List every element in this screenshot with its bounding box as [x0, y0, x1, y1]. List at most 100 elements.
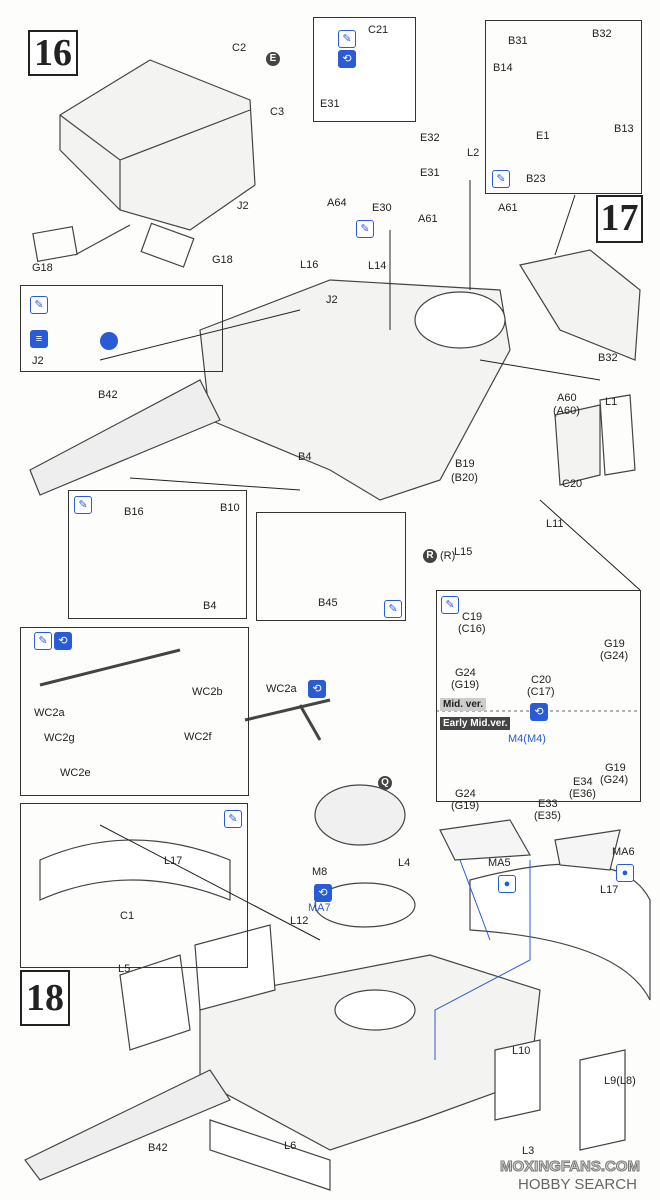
part-label: (C16) — [458, 623, 486, 635]
part-label: (G24) — [600, 650, 629, 662]
part-label: A61 — [418, 213, 438, 225]
part-label: L10 — [512, 1045, 531, 1057]
part-label: L1 — [605, 396, 618, 408]
step-18: 18 — [20, 970, 70, 1026]
part-label: G19 — [605, 762, 626, 774]
part-label: G24 — [455, 667, 476, 679]
paint-drop-icon: ● — [616, 864, 634, 882]
part-label: B32 — [598, 352, 618, 364]
part-label: (G19) — [451, 800, 480, 812]
decal-icon: ≡ — [30, 330, 48, 348]
paint-brush-icon: ✎ — [30, 296, 48, 314]
step-16: 16 — [28, 30, 78, 76]
part-label: B19 — [455, 458, 475, 470]
part-label: B32 — [592, 28, 612, 40]
part-label: (G24) — [600, 774, 629, 786]
part-label: (B20) — [451, 472, 478, 484]
part-label: L15 — [454, 546, 473, 558]
part-label: J2 — [237, 200, 249, 212]
rotate-icon: ⟲ — [530, 703, 548, 721]
marker-e: E — [266, 52, 280, 66]
part-label: G24 — [455, 788, 476, 800]
part-label: C20 — [562, 478, 583, 490]
paint-brush-icon: ✎ — [224, 810, 242, 828]
part-label: (A60) — [553, 405, 580, 417]
part-label: L17 — [600, 884, 619, 896]
paint-brush-icon: ✎ — [338, 30, 356, 48]
part-label: C1 — [120, 910, 135, 922]
part-label: B14 — [493, 62, 513, 74]
part-label: WC2a — [34, 707, 65, 719]
part-label: MA6 — [612, 846, 635, 858]
part-label: G18 — [212, 254, 233, 266]
part-label: C3 — [270, 106, 285, 118]
part-label: B42 — [98, 389, 118, 401]
paint-spot-icon — [100, 332, 118, 350]
part-label: B10 — [220, 502, 240, 514]
part-label: C2 — [232, 42, 247, 54]
part-label: M4(M4) — [508, 733, 546, 745]
part-label: L3 — [522, 1145, 535, 1157]
mid-version-badge: Mid. ver. — [440, 698, 487, 711]
part-label: L11 — [546, 518, 564, 530]
paint-brush-icon: ✎ — [441, 596, 459, 614]
inset-step17-b32 — [485, 20, 642, 194]
inset-wc2 — [20, 627, 249, 796]
part-label: E31 — [320, 98, 340, 110]
paint-brush-icon: ✎ — [356, 220, 374, 238]
marker-r-alt: (R) — [440, 550, 456, 562]
part-label: MA5 — [488, 857, 511, 869]
part-label: E34 — [573, 776, 593, 788]
part-label: L4 — [398, 857, 411, 869]
part-label: G19 — [604, 638, 625, 650]
step-17: 17 — [596, 195, 643, 243]
part-label: A61 — [498, 202, 518, 214]
part-label: B13 — [614, 123, 634, 135]
rotate-icon: ⟲ — [314, 884, 332, 902]
inset-j2 — [20, 285, 223, 372]
rotate-icon: ⟲ — [54, 632, 72, 650]
part-label: J2 — [32, 355, 44, 367]
part-label: E1 — [536, 130, 550, 142]
early-mid-version-badge: Early Mid.ver. — [440, 717, 511, 730]
part-label: B31 — [508, 35, 528, 47]
part-label: B4 — [203, 600, 217, 612]
part-label: A60 — [557, 392, 577, 404]
part-label: L9(L8) — [604, 1075, 636, 1087]
part-label: E32 — [420, 132, 440, 144]
part-label: L12 — [290, 915, 309, 927]
part-label: B23 — [526, 173, 546, 185]
part-label: L16 — [300, 259, 319, 271]
part-label: M8 — [312, 866, 328, 878]
rotate-icon: ⟲ — [338, 50, 356, 68]
part-label: (E36) — [569, 788, 596, 800]
marker-q: Q — [378, 776, 392, 790]
part-label: L17 — [164, 855, 183, 867]
part-label: L5 — [118, 963, 131, 975]
marker-r: R — [423, 549, 437, 563]
part-label: J2 — [326, 294, 338, 306]
paint-brush-icon: ✎ — [34, 632, 52, 650]
part-label: WC2b — [192, 686, 223, 698]
part-label: C20 — [531, 674, 552, 686]
part-label: B4 — [298, 451, 312, 463]
part-label: (E35) — [534, 810, 561, 822]
inset-mantlet-versions — [436, 590, 641, 802]
part-label: E30 — [372, 202, 392, 214]
part-label: WC2g — [44, 732, 75, 744]
part-label: B16 — [124, 506, 144, 518]
watermark-moxingfans: MOXINGFANS.COM — [499, 1158, 641, 1176]
watermark-hobby-search: HOBBY SEARCH — [518, 1176, 637, 1193]
part-label: L14 — [368, 260, 387, 272]
part-label: B42 — [148, 1142, 168, 1154]
part-label: G18 — [32, 262, 53, 274]
part-label: WC2a — [266, 683, 297, 695]
rotate-icon: ⟲ — [308, 680, 326, 698]
inset-c21 — [313, 17, 416, 122]
part-label: C21 — [368, 24, 389, 36]
part-label: L2 — [467, 147, 480, 159]
part-label: WC2e — [60, 767, 91, 779]
part-label: (C17) — [527, 686, 555, 698]
part-label: WC2f — [184, 731, 212, 743]
